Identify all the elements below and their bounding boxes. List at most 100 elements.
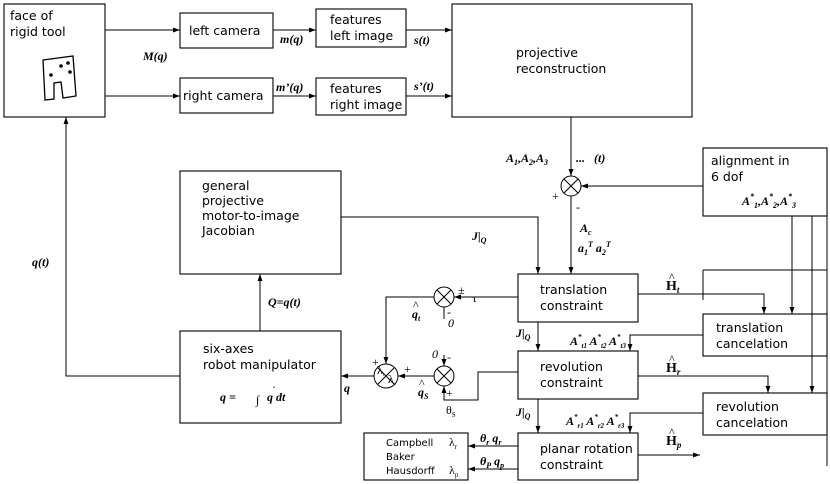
- projective-reconstruction-block: projective reconstruction: [451, 3, 693, 118]
- left-camera-block: left camera: [179, 12, 274, 49]
- lambda-s-glyph: λs: [388, 372, 396, 386]
- junction-plus-3: +: [446, 386, 453, 400]
- translation-constraint-label-2: constraint: [540, 298, 603, 313]
- jacobian-label-2: projective: [202, 193, 264, 208]
- junction-pm: ±: [458, 283, 465, 297]
- tool-face-icon: [42, 55, 77, 101]
- signal-mpq: m’(q): [276, 80, 303, 94]
- alignment-block: alignment in 6 dof A*1,A*2,A*3: [702, 147, 828, 217]
- campbell-label: Campbell: [386, 438, 433, 449]
- junction-alignment: [560, 175, 582, 197]
- junction-minus-3: -: [447, 350, 451, 364]
- arrow-qt-hat: [383, 296, 434, 364]
- planar-rotation-constraint-block: planar rotation constraint: [517, 432, 639, 481]
- revolution-constraint-label-2: constraint: [540, 375, 603, 390]
- revolution-cancel-label-2: cancelation: [716, 415, 788, 430]
- signal-A-t: (t): [594, 151, 605, 165]
- features-right-label-1: features: [330, 81, 382, 96]
- signal-Mq: M(q): [142, 49, 168, 63]
- projective-label-1: projective: [516, 45, 578, 60]
- signal-a-vectors: a1T a2T: [578, 240, 612, 257]
- dot-q: ·: [345, 370, 349, 384]
- right-camera-label: right camera: [183, 88, 264, 103]
- signal-JQ-3: J|Q: [515, 405, 531, 421]
- zero-label-1: 0: [448, 316, 454, 330]
- face-of-rigid-tool-block: face of rigid tool: [3, 3, 106, 118]
- left-camera-label: left camera: [189, 23, 260, 38]
- signal-Ar-targets: A*r1 A*r2 A*r3: [565, 413, 625, 430]
- face-label-1: face of: [10, 8, 53, 23]
- lambda-r-label: λr: [449, 435, 458, 451]
- signal-JQ-1: J|Q: [471, 229, 487, 245]
- manipulator-label-2: robot manipulator: [203, 357, 317, 372]
- signal-mq: m(q): [280, 32, 303, 46]
- integral-sign: ∫: [255, 393, 260, 407]
- jacobian-label-1: general: [202, 178, 250, 193]
- hausdorff-label: Hausdorff: [386, 466, 436, 477]
- baker-label: Baker: [386, 452, 416, 463]
- projective-label-2: reconstruction: [516, 61, 606, 76]
- arrow-translation-cancel-back: [627, 334, 703, 351]
- junction-plus-4: +: [372, 355, 379, 369]
- translation-cancelation-block: translation cancelation: [702, 313, 828, 357]
- hat-Hp: ^: [669, 425, 675, 439]
- zero-label-2: 0: [432, 347, 438, 361]
- signal-JQ-2: J|Q: [515, 326, 531, 342]
- dot-q-integrand: ·: [272, 380, 276, 394]
- hat-qs: ^: [419, 376, 425, 390]
- jacobian-block: general projective motor-to-image Jacobi…: [179, 170, 342, 275]
- arrow-revolution-cancel-back: [627, 412, 703, 433]
- junction-tau: [433, 286, 455, 308]
- face-label-2: rigid tool: [10, 24, 66, 39]
- arrow-hr: [638, 375, 771, 393]
- junction-minus-1: -: [576, 200, 580, 214]
- arrow-jacobian-translation: [341, 216, 541, 274]
- translation-cancel-label-2: cancelation: [716, 336, 788, 351]
- hat-qt: ^: [413, 298, 419, 312]
- alignment-label-2: 6 dof: [711, 169, 744, 184]
- signal-st: s(t): [413, 33, 430, 47]
- planar-constraint-label-2: constraint: [540, 457, 603, 472]
- signal-qdot: q: [344, 381, 350, 395]
- manipulator-label-1: six-axes: [203, 341, 254, 356]
- right-camera-block: right camera: [179, 77, 274, 114]
- features-right-block: features right image: [315, 77, 407, 116]
- alignment-targets: A*1,A*2,A*3: [741, 192, 796, 210]
- features-right-label-2: right image: [330, 97, 403, 112]
- translation-constraint-label-1: translation: [540, 282, 607, 297]
- revolution-cancelation-block: revolution cancelation: [702, 392, 828, 436]
- arrow-qt-face: [63, 117, 180, 377]
- signal-qt-hat: qt: [412, 307, 421, 323]
- arrow-ht: [638, 293, 767, 314]
- jacobian-label-4: Jacobian: [201, 223, 255, 238]
- signal-tau: τ: [472, 291, 477, 305]
- signal-theta-p: θP qp: [480, 454, 504, 470]
- planar-constraint-label-1: planar rotation: [540, 441, 633, 456]
- signal-Ac: Ac: [579, 221, 592, 237]
- signal-Hp: Hp: [666, 434, 682, 450]
- signal-qs-hat: qS: [418, 385, 429, 401]
- hat-Hr: ^: [669, 352, 675, 366]
- revolution-constraint-label-1: revolution: [540, 359, 603, 374]
- revolution-constraint-block: revolution constraint: [517, 350, 639, 400]
- manipulator-integrand: q dt: [267, 390, 286, 404]
- lambda-p-label: λp: [449, 463, 459, 479]
- signal-At-targets: A*t1 A*t2 A*t3: [569, 333, 626, 350]
- signal-spt: s’(t): [413, 79, 434, 93]
- signal-A-dots: ...: [576, 151, 585, 165]
- revolution-cancel-label-1: revolution: [716, 399, 779, 414]
- junction-theta-s: [433, 365, 455, 387]
- arrow-theta-s: [441, 371, 518, 401]
- junction-minus-2: -: [447, 305, 451, 319]
- signal-Ht: Ht: [666, 279, 680, 295]
- junction-plus-5: +: [404, 362, 411, 376]
- lambda-t-glyph: λt: [377, 363, 385, 377]
- translation-constraint-block: translation constraint: [517, 273, 639, 323]
- alignment-label-1: alignment in: [711, 153, 790, 168]
- jacobian-label-3: motor-to-image: [202, 208, 300, 223]
- hat-Ht: ^: [669, 270, 675, 284]
- signal-A-list: A1,A2,A3: [505, 151, 548, 167]
- campbell-baker-hausdorff-block: Campbell Baker Hausdorff λr λp: [363, 432, 469, 481]
- signal-Hr: Hr: [666, 361, 681, 377]
